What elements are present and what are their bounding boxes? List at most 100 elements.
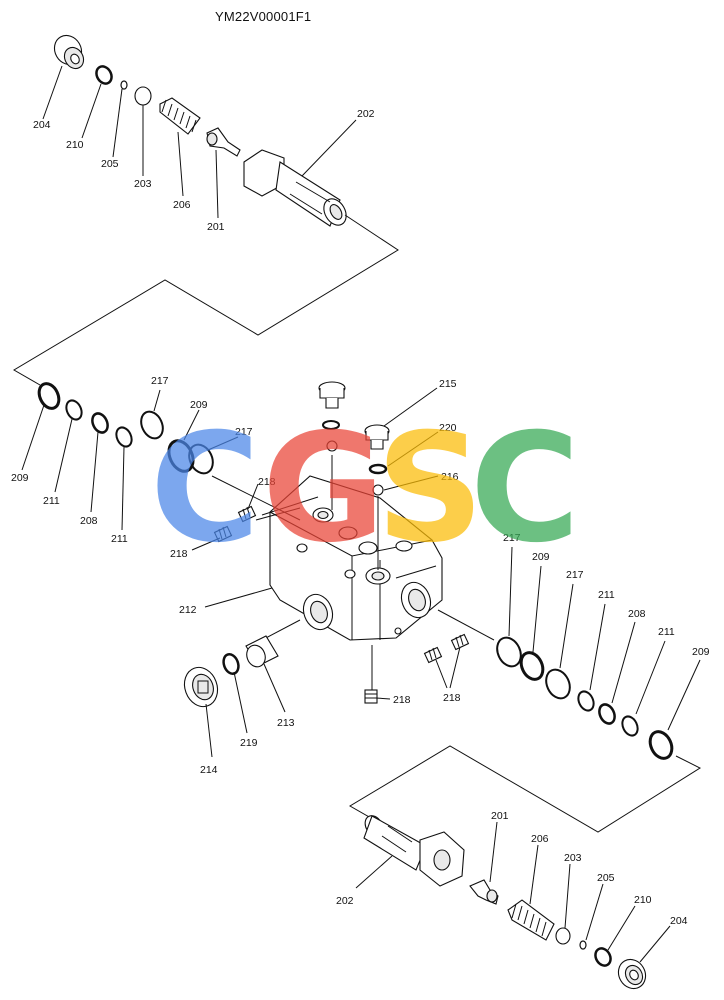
label-204: 204 — [670, 915, 688, 927]
part-top-plug — [318, 381, 346, 409]
part-211-ring-right — [577, 690, 595, 712]
label-201: 201 — [207, 221, 225, 233]
label-217: 217 — [151, 375, 169, 387]
part-218-set-screw-e — [364, 689, 378, 704]
label-202: 202 — [336, 895, 354, 907]
labels-middle-lower: 209 211 208 211 217 209 217 218 218 215 … — [11, 375, 710, 963]
part-217-ring-left-2 — [188, 443, 214, 475]
label-208: 208 — [80, 515, 98, 527]
part-214-plug — [183, 666, 219, 708]
part-218-set-screw-b — [213, 525, 233, 543]
label-215: 215 — [439, 378, 457, 390]
part-216-ball — [372, 484, 384, 496]
label-211: 211 — [658, 626, 675, 638]
label-209: 209 — [532, 551, 550, 563]
part-218-set-screw-d — [423, 646, 443, 664]
label-210: 210 — [66, 139, 84, 151]
label-217: 217 — [566, 569, 584, 581]
part-201-poppet-bottom — [469, 879, 499, 905]
part-217-ring-right-2 — [545, 668, 571, 700]
part-212-main-valve-body — [269, 475, 443, 641]
part-205-ring-bottom — [579, 940, 587, 950]
label-211: 211 — [43, 495, 60, 507]
part-209-oring-left-2 — [167, 439, 195, 473]
label-211: 211 — [598, 589, 615, 601]
part-218-set-screw-a — [237, 505, 257, 523]
label-204: 204 — [33, 119, 51, 131]
watermark-letter-4: C — [470, 402, 580, 576]
label-205: 205 — [101, 158, 119, 170]
part-213-cap — [245, 635, 279, 668]
label-208: 208 — [628, 608, 646, 620]
label-209: 209 — [11, 472, 29, 484]
label-210: 210 — [634, 894, 652, 906]
label-203: 203 — [564, 852, 582, 864]
part-206-spring-bottom — [507, 899, 555, 941]
label-218: 218 — [258, 476, 276, 488]
watermark-logo: C G S C — [150, 402, 580, 576]
part-218-set-screw-c — [450, 633, 470, 651]
diagram-title: YM22V00001F1 — [215, 9, 311, 24]
label-202: 202 — [357, 108, 375, 120]
assembly-line-bottom — [349, 745, 702, 833]
label-220: 220 — [439, 422, 457, 434]
part-215-plug — [364, 424, 390, 450]
part-209-oring-right-2 — [648, 730, 674, 760]
label-209: 209 — [692, 646, 710, 658]
watermark-letter-3: S — [376, 402, 484, 576]
assembly-line-top — [13, 214, 399, 386]
part-208-ring-left — [91, 412, 109, 434]
part-203-poppet-bottom — [555, 927, 571, 945]
watermark-letter-1: C — [150, 402, 260, 576]
part-209-oring-right — [519, 651, 545, 681]
lower-relief-valve-assembly — [349, 745, 702, 990]
label-203: 203 — [134, 178, 152, 190]
part-202-valve-body-bottom — [363, 815, 465, 887]
part-210-oring-top — [95, 65, 113, 85]
part-201-poppet-top — [206, 127, 241, 157]
part-204-plug-bottom — [617, 958, 647, 990]
centre-lines — [211, 455, 495, 690]
label-218: 218 — [170, 548, 188, 560]
label-217: 217 — [235, 426, 253, 438]
label-201: 201 — [491, 810, 509, 822]
label-205: 205 — [597, 872, 615, 884]
part-217-ring-right — [496, 636, 522, 668]
part-top-ball — [326, 440, 338, 452]
part-202-valve-body-top — [243, 149, 347, 227]
part-211-ring-left-2 — [115, 426, 133, 448]
lower-set-screws — [364, 633, 470, 704]
left-set-screws — [213, 505, 257, 543]
left-seal-stack — [37, 382, 214, 475]
watermark-letter-2: G — [262, 402, 385, 576]
lower-left-parts — [183, 635, 279, 708]
label-217: 217 — [503, 532, 521, 544]
label-218: 218 — [393, 694, 411, 706]
label-211: 211 — [111, 533, 128, 545]
part-top-oring — [322, 420, 340, 430]
part-206-spring-top — [159, 97, 201, 135]
label-216: 216 — [441, 471, 459, 483]
part-209-oring-left — [37, 382, 61, 410]
part-220-oring — [368, 463, 388, 475]
label-206: 206 — [173, 199, 191, 211]
right-seal-stack — [496, 636, 674, 760]
top-plugs — [318, 381, 390, 496]
part-205-ring-top — [120, 80, 128, 90]
label-206: 206 — [531, 833, 549, 845]
upper-relief-valve-assembly — [13, 34, 399, 386]
part-219-oring — [222, 653, 240, 675]
label-212: 212 — [179, 604, 197, 616]
label-218: 218 — [443, 692, 461, 704]
label-214: 214 — [200, 764, 218, 776]
part-217-ring-left — [140, 410, 164, 440]
part-211-ring-right-2 — [621, 715, 639, 737]
label-213: 213 — [277, 717, 295, 729]
part-211-ring-left — [65, 399, 83, 421]
label-219: 219 — [240, 737, 258, 749]
labels-upper: 204 210 205 203 206 201 202 — [33, 65, 375, 233]
part-210-oring-bottom — [594, 947, 612, 967]
part-203-poppet-top — [134, 86, 152, 106]
label-209: 209 — [190, 399, 208, 411]
